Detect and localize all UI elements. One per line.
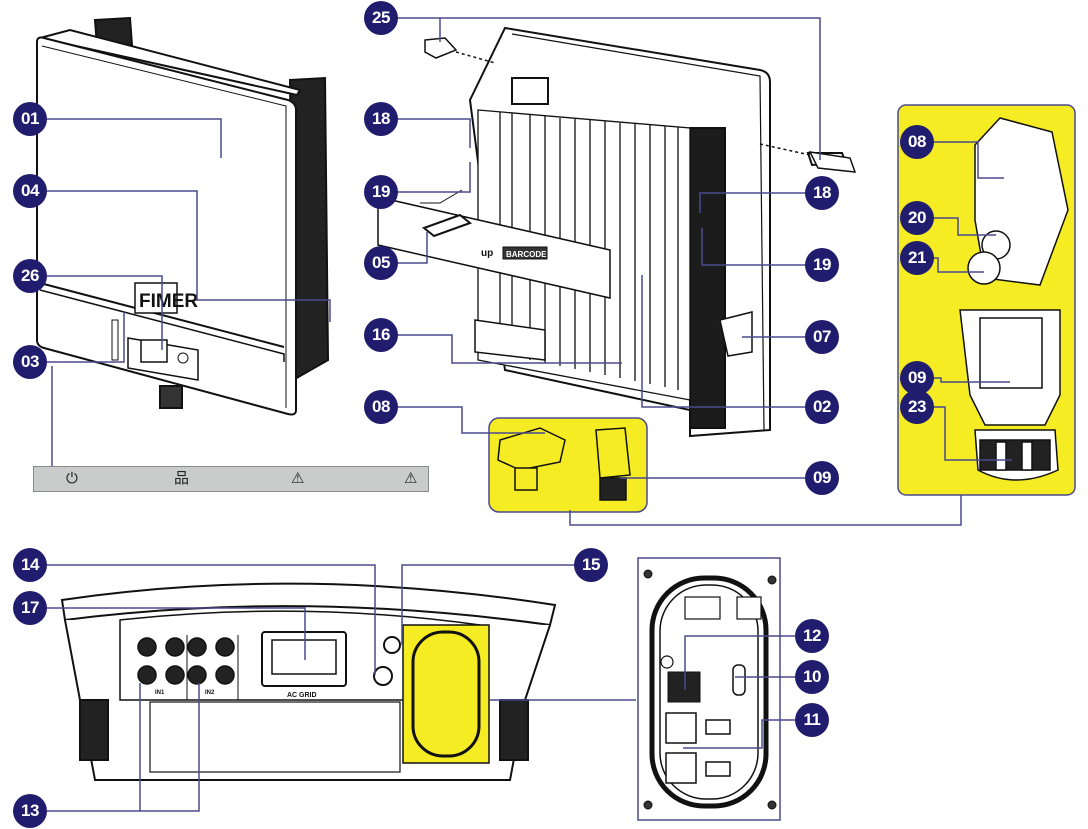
label-badge-25: 25: [364, 1, 398, 35]
label-badge-02: 02: [805, 390, 839, 424]
wall-pin-left: [424, 37, 496, 64]
led-panel: ⏻ 品 ⚠ ⚠: [33, 466, 429, 492]
label-badge-08-detail: 08: [900, 125, 934, 159]
back-view-drawing: [377, 26, 848, 438]
label-badge-21: 21: [900, 241, 934, 275]
label-badge-18-right: 18: [805, 176, 839, 210]
label-badge-04: 04: [13, 174, 47, 208]
wall-pin-right: [759, 143, 857, 173]
connector-mini-drawing: [497, 427, 631, 501]
ac-grid-label: AC GRID: [287, 692, 317, 699]
label-badge-08-mini: 08: [364, 390, 398, 424]
label-badge-19-right: 19: [805, 248, 839, 282]
label-badge-13: 13: [13, 794, 47, 828]
label-badge-09-mini: 09: [805, 461, 839, 495]
connector-detail-drawing: [959, 117, 1069, 481]
in1-label: IN1: [155, 690, 165, 696]
label-badge-10: 10: [795, 660, 829, 694]
label-badge-09-detail: 09: [900, 361, 934, 395]
label-badge-07: 07: [805, 320, 839, 354]
label-badge-20: 20: [900, 201, 934, 235]
label-badge-26: 26: [13, 259, 47, 293]
leader-lines: [47, 17, 1012, 812]
label-badge-17: 17: [13, 591, 47, 625]
power-icon: ⏻: [66, 470, 78, 487]
in2-label: IN2: [205, 690, 215, 696]
label-badge-01: 01: [13, 102, 47, 136]
fimer-logo: FIMER: [139, 291, 198, 312]
label-badge-15: 15: [574, 548, 608, 582]
up-arrow-label: up: [481, 248, 493, 259]
label-badge-19-left: 19: [364, 175, 398, 209]
board-window-highlight: [402, 624, 490, 764]
ground-fault-icon: ⚠: [404, 470, 418, 487]
label-badge-16: 16: [364, 318, 398, 352]
barcode-label: BARCODE: [506, 250, 547, 259]
label-badge-18-left: 18: [364, 102, 398, 136]
warning-icon: ⚠: [291, 470, 305, 487]
label-badge-05: 05: [364, 246, 398, 280]
label-badge-11: 11: [795, 703, 829, 737]
label-badge-12: 12: [795, 619, 829, 653]
label-badge-14: 14: [13, 548, 47, 582]
board-detail-drawing: [643, 569, 777, 810]
label-badge-03: 03: [13, 345, 47, 379]
detail-bracket-line: [569, 495, 962, 526]
label-badge-23: 23: [900, 390, 934, 424]
front-view-drawing: [36, 16, 330, 416]
network-icon: 品: [174, 470, 190, 487]
